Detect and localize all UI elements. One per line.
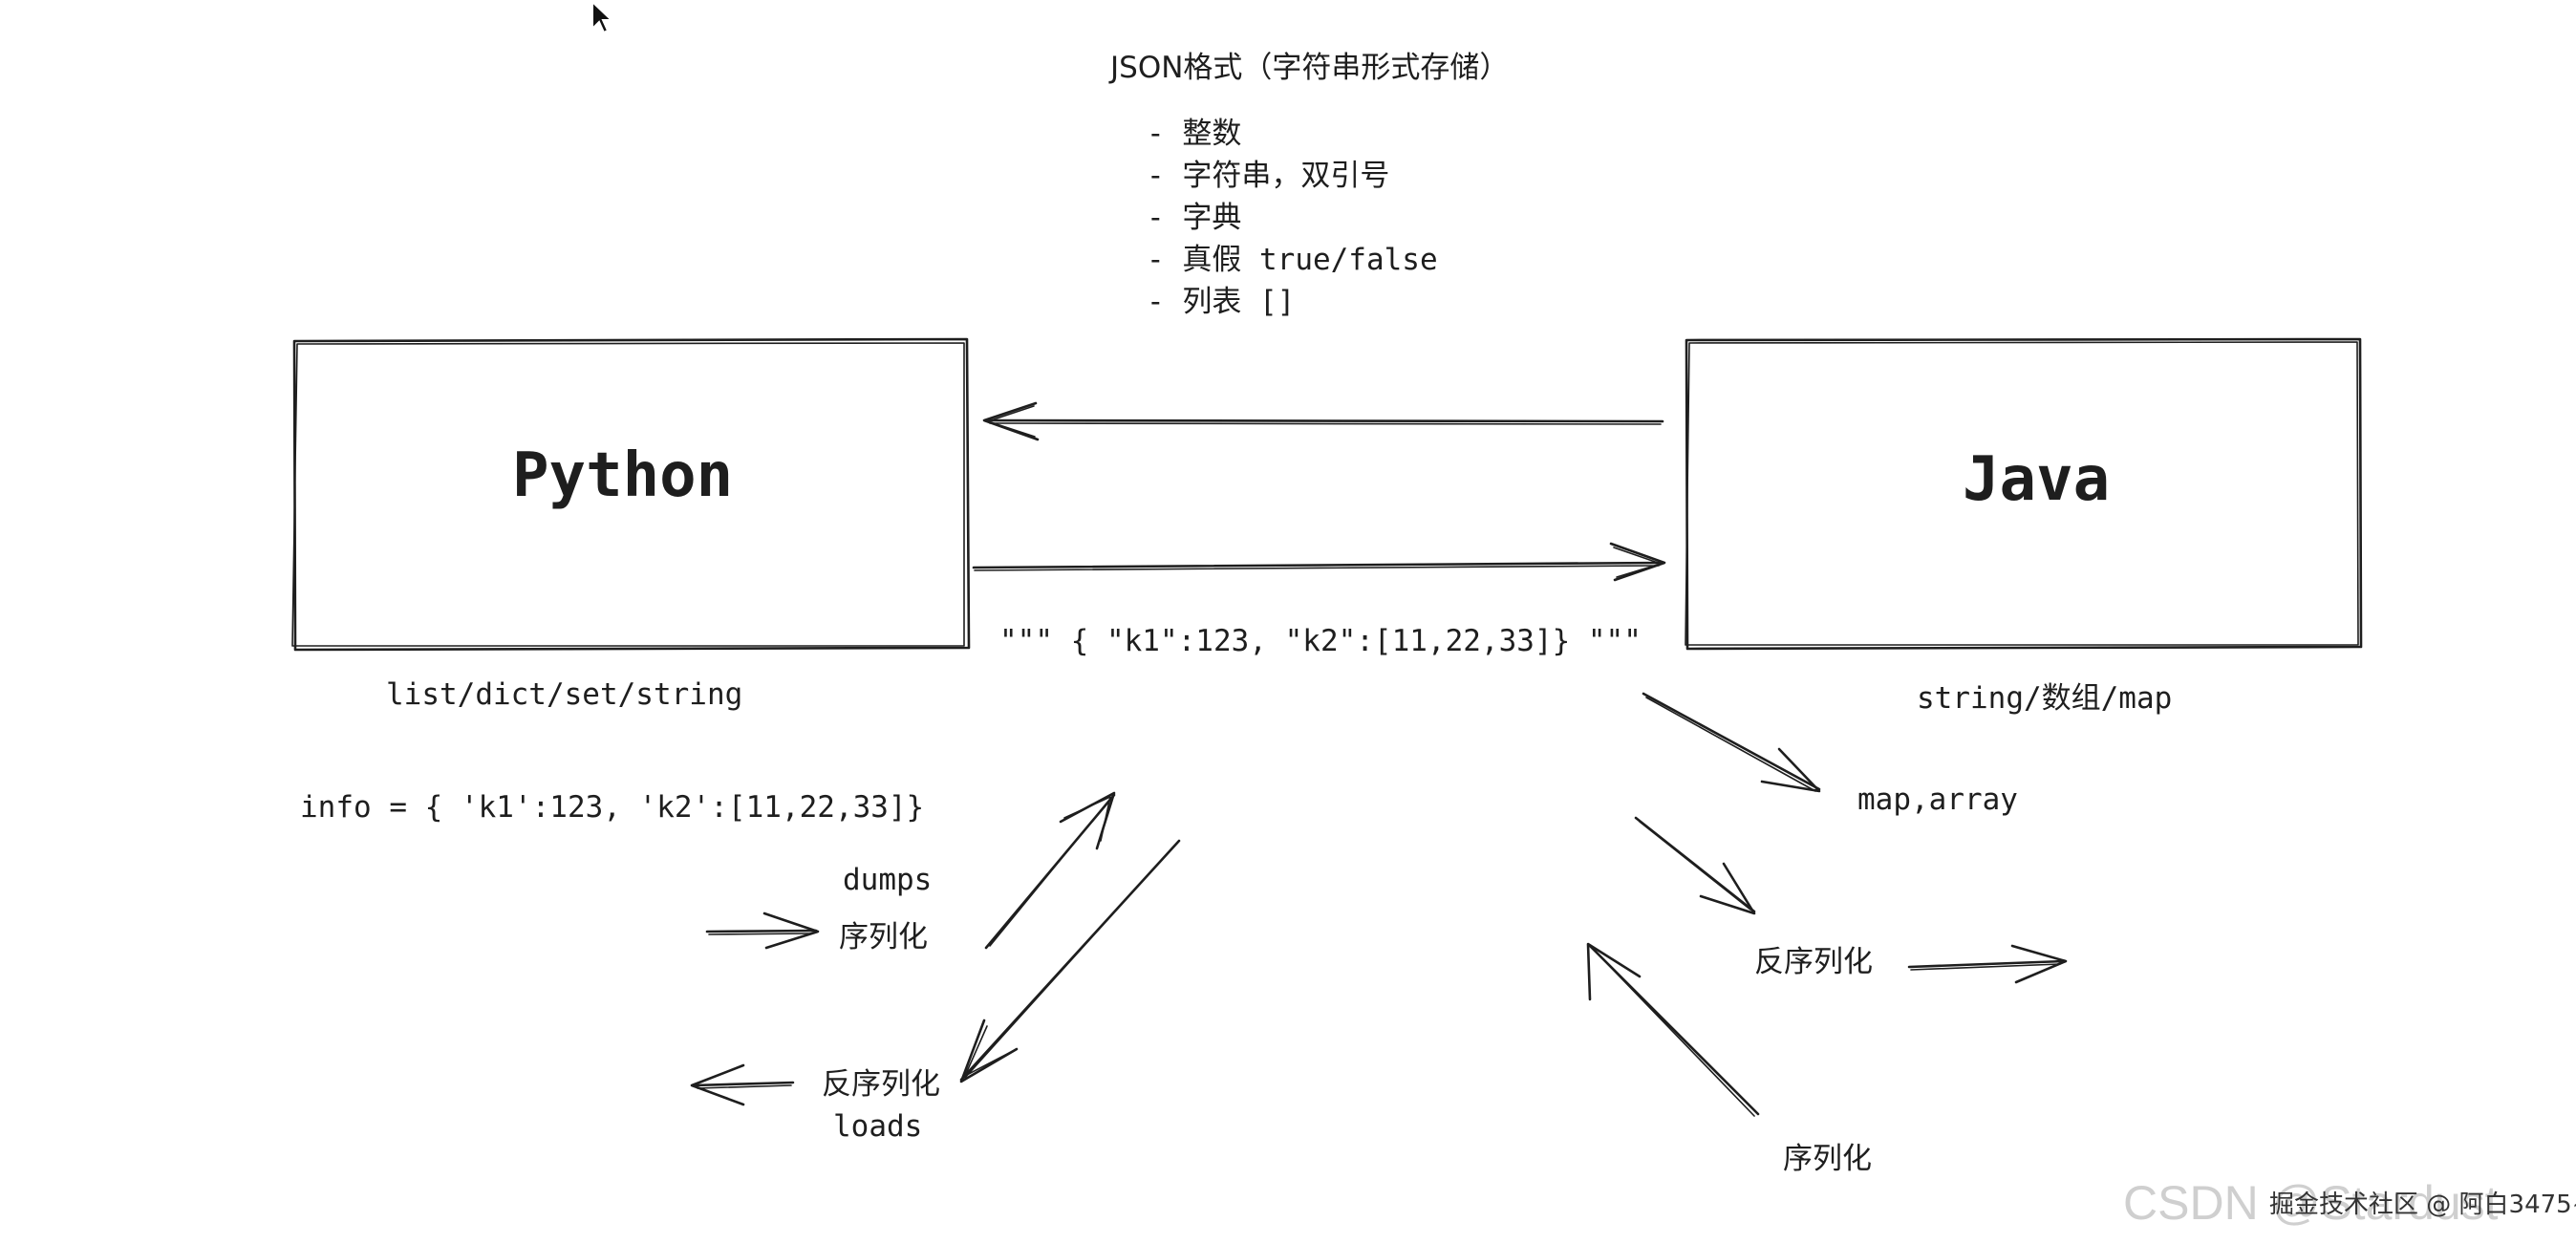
json-string-label: """ { "k1":123, "k2":[11,22,33]} """: [999, 624, 1642, 658]
json-type-item: - 字符串，双引号: [1147, 159, 1390, 193]
json-type-list: - 整数 - 字符串，双引号 - 字典 - 真假 true/false - 列表…: [1147, 113, 1438, 323]
json-type-item: - 整数: [1147, 117, 1242, 151]
arrow-to-map-array: [1642, 692, 1821, 793]
python-info-code: info = { 'k1':123, 'k2':[11,22,33]}: [300, 790, 925, 825]
python-box: [291, 337, 971, 652]
arrow-to-java-deserialize: [1634, 816, 1756, 915]
python-types-label: list/dict/set/string: [386, 677, 743, 712]
arrow-python-to-java: [972, 542, 1666, 582]
deserialize-label: 反序列化: [822, 1067, 940, 1102]
java-types-label: string/数组/map: [1917, 681, 2173, 716]
arrow-deserialize-down: [959, 839, 1181, 1083]
arrow-serialize-up: [984, 791, 1116, 950]
json-type-item: - 字典: [1147, 201, 1242, 235]
serialize-label: 序列化: [839, 920, 928, 954]
json-format-title: JSON格式（字符串形式存储）: [1110, 51, 1510, 85]
python-title: Python: [512, 440, 734, 511]
mouse-cursor-icon: [591, 0, 614, 34]
dumps-label: dumps: [843, 863, 933, 897]
juejin-watermark: 掘金技术社区 @ 阿白3475~: [2269, 1190, 2576, 1219]
csdn-watermark: CSDN @Stardust: [2123, 1176, 2499, 1230]
arrow-java-to-python: [982, 401, 1664, 441]
java-deserialize-label: 反序列化: [1754, 945, 1873, 979]
arrow-deserialize-right: [1907, 944, 2068, 984]
java-title: Java: [1963, 444, 2111, 515]
java-box: [1685, 337, 2363, 651]
json-type-item: - 真假 true/false: [1147, 243, 1438, 277]
java-serialize-label: 序列化: [1783, 1142, 1872, 1176]
map-array-label: map,array: [1857, 783, 2018, 817]
loads-label: loads: [833, 1109, 923, 1144]
json-type-item: - 列表 []: [1147, 285, 1296, 319]
arrow-java-serialize-up: [1586, 942, 1760, 1117]
arrow-into-serialize: [705, 912, 820, 950]
arrow-out-of-deserialize: [690, 1063, 795, 1106]
